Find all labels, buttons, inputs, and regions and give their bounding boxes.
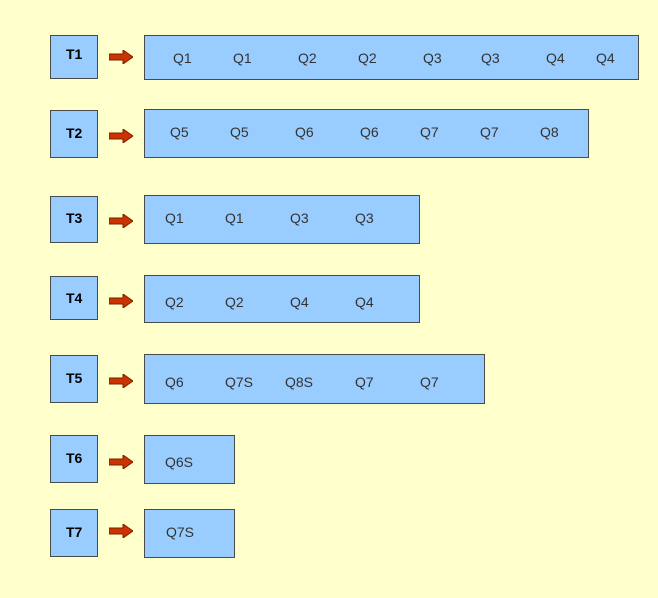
task-label-box: T7 (50, 509, 98, 557)
task-label-box: T6 (50, 435, 98, 483)
query-item: Q6 (360, 124, 379, 140)
query-item: Q4 (546, 50, 565, 66)
task-label-box: T1 (50, 35, 98, 79)
query-item: Q2 (165, 294, 184, 310)
query-item: Q8S (285, 374, 314, 390)
query-item: Q7S (225, 374, 254, 390)
task-label-box: T2 (50, 110, 98, 158)
query-item: Q4 (290, 294, 309, 310)
query-item: Q2 (358, 50, 377, 66)
right-arrow-icon (109, 214, 133, 228)
query-list-box: Q2 Q2 Q4 Q4 (144, 275, 420, 323)
task-label: T1 (66, 46, 83, 62)
query-item: Q2 (225, 294, 244, 310)
query-list-box: Q5 Q5 Q6 Q6 Q7 Q7 Q8 (144, 109, 589, 158)
query-item: Q5 (230, 124, 249, 140)
query-item: Q8 (540, 124, 559, 140)
query-item: Q6S (165, 454, 194, 470)
task-label-box: T3 (50, 196, 98, 243)
right-arrow-icon (109, 129, 133, 143)
query-item: Q3 (423, 50, 442, 66)
right-arrow-icon (109, 374, 133, 388)
query-item: Q4 (355, 294, 374, 310)
task-label: T7 (66, 524, 83, 540)
query-item: Q1 (225, 210, 244, 226)
task-label: T2 (66, 125, 83, 141)
query-item: Q7S (166, 524, 195, 540)
right-arrow-icon (109, 524, 133, 538)
query-item: Q7 (355, 374, 374, 390)
query-item: Q4 (596, 50, 615, 66)
query-item: Q6 (165, 374, 184, 390)
task-label-box: T4 (50, 276, 98, 320)
query-item: Q1 (165, 210, 184, 226)
query-list-box: Q7S (144, 509, 235, 558)
query-item: Q1 (233, 50, 252, 66)
query-item: Q3 (481, 50, 500, 66)
task-label: T4 (66, 290, 83, 306)
query-item: Q2 (298, 50, 317, 66)
right-arrow-icon (109, 50, 133, 64)
query-item: Q1 (173, 50, 192, 66)
query-item: Q7 (420, 124, 439, 140)
right-arrow-icon (109, 294, 133, 308)
query-item: Q7 (480, 124, 499, 140)
task-label-box: T5 (50, 355, 98, 403)
task-label: T5 (66, 370, 83, 386)
right-arrow-icon (109, 455, 133, 469)
query-list-box: Q1 Q1 Q3 Q3 (144, 195, 420, 244)
query-item: Q6 (295, 124, 314, 140)
query-item: Q7 (420, 374, 439, 390)
task-label: T3 (66, 210, 83, 226)
query-item: Q3 (355, 210, 374, 226)
task-label: T6 (66, 450, 83, 466)
query-list-box: Q6 Q7S Q8S Q7 Q7 (144, 354, 485, 404)
query-list-box: Q1 Q1 Q2 Q2 Q3 Q3 Q4 Q4 (144, 35, 639, 80)
query-item: Q5 (170, 124, 189, 140)
query-list-box: Q6S (144, 435, 235, 484)
query-item: Q3 (290, 210, 309, 226)
